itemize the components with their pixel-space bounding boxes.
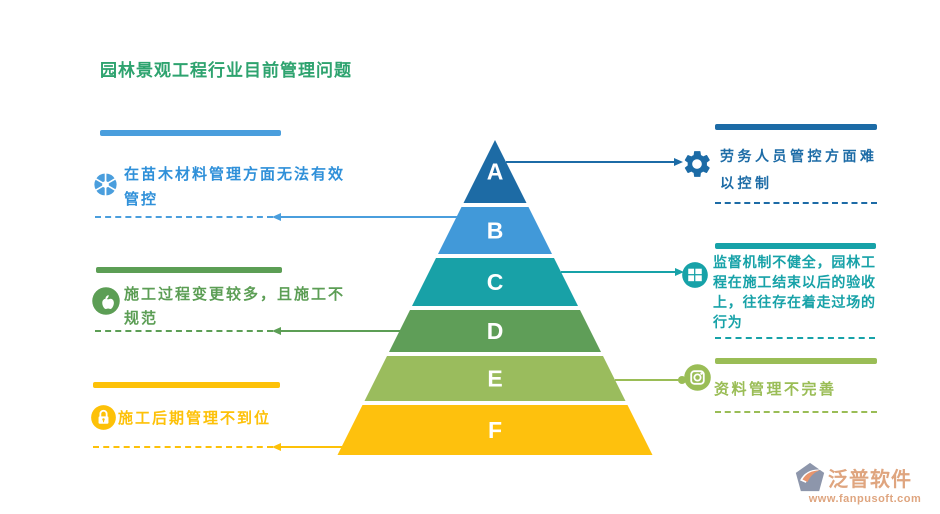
pyramid-level-label: F xyxy=(488,417,502,443)
windows-icon xyxy=(681,261,709,289)
problem-text-documents: 资料管理不完善 xyxy=(714,381,837,398)
connector-level-a xyxy=(506,158,683,166)
accent-bar xyxy=(715,243,876,249)
pyramid-level-a xyxy=(463,140,527,203)
apple-icon xyxy=(91,286,121,316)
lock-icon xyxy=(90,404,117,431)
connector-level-f xyxy=(272,443,342,450)
pyramid-level-label: B xyxy=(487,218,504,244)
dashed-line xyxy=(93,446,273,448)
problem-text-late-stage: 施工后期管理不到位 xyxy=(118,410,272,427)
dashed-line xyxy=(715,337,875,339)
problem-text-supervision: 监督机制不健全，园林工程在施工结束以后的验收上，往往存在着走过场的行为 xyxy=(713,254,876,330)
accent-bar xyxy=(715,124,877,130)
connector-level-b xyxy=(272,213,457,220)
pyramid-level-b xyxy=(438,207,552,254)
connector-level-e xyxy=(615,376,686,384)
fanpu-logo-icon xyxy=(794,462,826,492)
connector-level-d xyxy=(272,327,400,334)
pyramid-level-label: E xyxy=(487,366,502,392)
aperture-icon xyxy=(92,171,119,198)
dashed-line xyxy=(715,202,877,204)
brand-watermark: 泛普软件 www.fanpusoft.com xyxy=(794,462,936,505)
dashed-line xyxy=(95,216,273,218)
brand-url: www.fanpusoft.com xyxy=(808,493,922,505)
pyramid-level-label: C xyxy=(487,269,504,295)
pyramid-level-label: D xyxy=(487,318,504,344)
connector-level-c xyxy=(561,268,684,276)
pyramid-level-d xyxy=(389,310,601,352)
gear-icon xyxy=(681,148,713,180)
problem-text-process: 施工过程变更较多，且施工不规范 xyxy=(124,286,346,327)
accent-bar xyxy=(96,267,282,273)
instagram-icon xyxy=(683,363,712,392)
accent-bar xyxy=(715,358,877,364)
accent-bar xyxy=(93,382,280,388)
problem-text-seedling: 在苗木材料管理方面无法有效管控 xyxy=(124,166,346,208)
pyramid-level-f xyxy=(337,405,653,455)
dashed-line xyxy=(715,411,877,413)
page-title: 园林景观工程行业目前管理问题 xyxy=(100,61,352,80)
pyramid-level-e xyxy=(364,356,626,401)
pyramid-level-c xyxy=(412,258,578,306)
pyramid-level-label: A xyxy=(487,159,504,185)
brand-name: 泛普软件 xyxy=(828,468,912,491)
dashed-line xyxy=(95,330,273,332)
accent-bar xyxy=(100,130,281,136)
problem-text-labor: 劳务人员管控方面难以控制 xyxy=(720,148,878,191)
